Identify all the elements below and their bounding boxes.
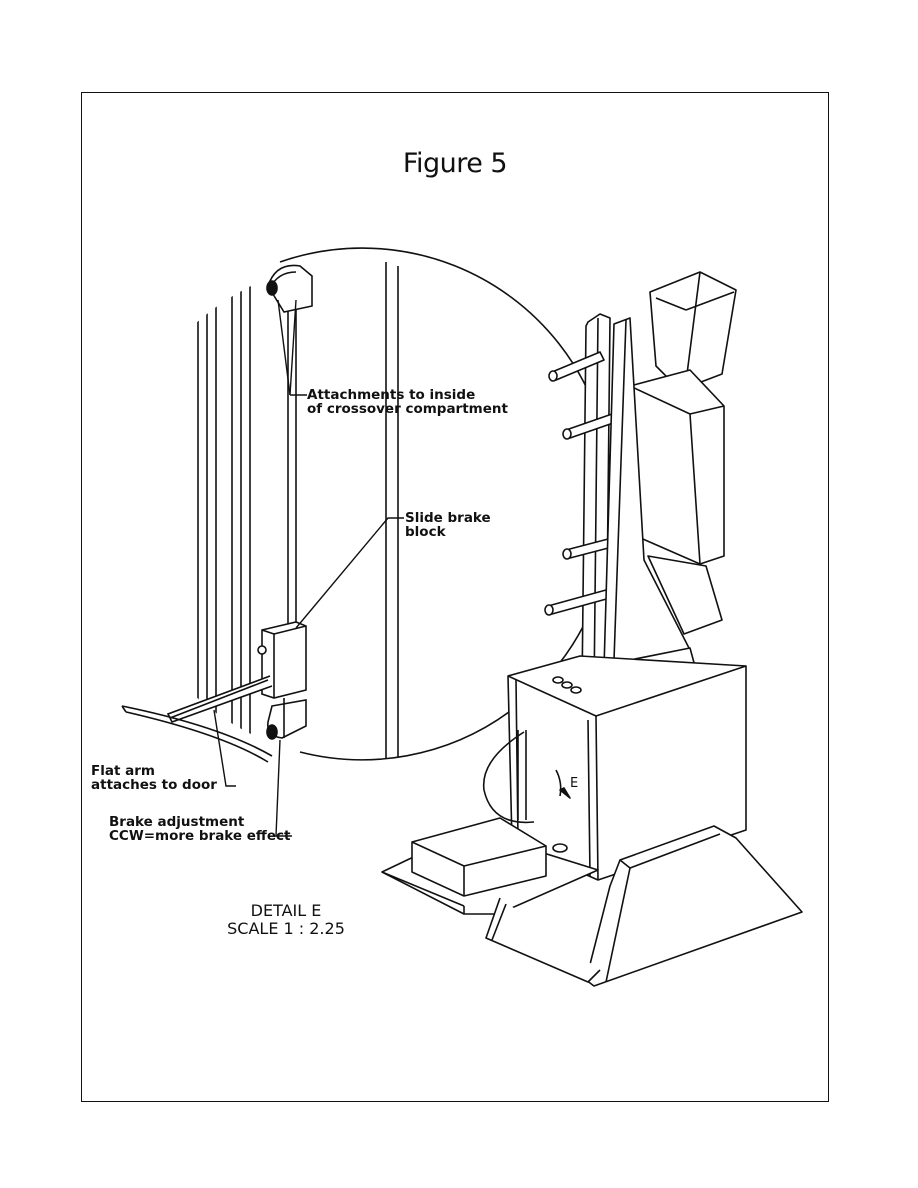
callout-slide-brake-line2: block <box>405 524 446 540</box>
callout-attachments-line2: of crossover compartment <box>307 401 508 417</box>
detail-label: DETAIL E SCALE 1 : 2.25 <box>206 902 366 938</box>
assembly-view <box>381 271 803 987</box>
callout-slide-brake-line1: Slide brake <box>405 510 491 526</box>
figure-border <box>81 92 829 1102</box>
detail-marker-circle <box>482 731 535 824</box>
detail-name: DETAIL E <box>250 901 322 920</box>
detail-marker-letter: E <box>570 776 579 791</box>
detail-e-view <box>121 247 614 763</box>
callout-attachments: Attachments to inside of crossover compa… <box>307 388 508 416</box>
figure-title: Figure 5 <box>402 148 508 179</box>
callout-brake-adjustment-line2: CCW=more brake effect <box>109 828 291 844</box>
support-pegs <box>544 351 617 616</box>
callout-brake-adjustment: Brake adjustment CCW=more brake effect <box>109 815 290 843</box>
detail-scale: SCALE 1 : 2.25 <box>227 919 345 938</box>
callout-brake-adjustment-line1: Brake adjustment <box>109 814 245 830</box>
callout-attachments-line1: Attachments to inside <box>307 387 476 403</box>
callout-flat-arm: Flat arm attaches to door <box>91 764 217 792</box>
callout-leaders <box>213 299 404 837</box>
callout-flat-arm-line2: attaches to door <box>91 777 217 793</box>
callout-slide-brake: Slide brake block <box>405 511 491 539</box>
callout-flat-arm-line1: Flat arm <box>91 763 155 779</box>
